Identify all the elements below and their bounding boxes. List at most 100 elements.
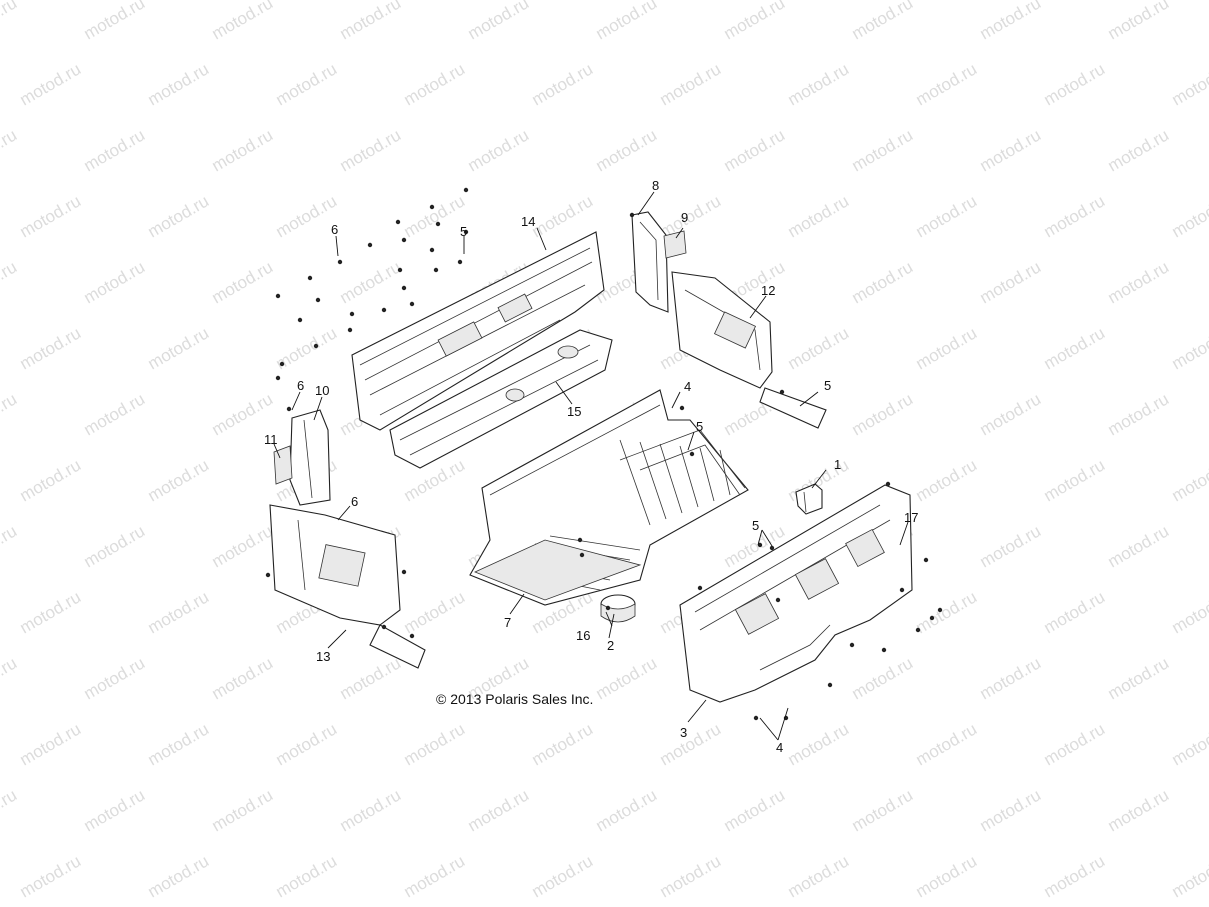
watermark-text: motod.ru (81, 257, 149, 307)
fastener (409, 633, 415, 639)
watermark-text: motod.ru (17, 587, 85, 637)
fastener (899, 587, 905, 593)
callout-8: 8 (652, 178, 659, 193)
watermark-text: motod.ru (209, 521, 277, 571)
fastener (275, 375, 281, 381)
floor-rib (699, 447, 715, 502)
fastener (605, 605, 611, 611)
watermark-text: motod.ru (1169, 323, 1209, 373)
watermark-text: motod.ru (977, 521, 1045, 571)
callout-5-right: 5 (824, 378, 831, 393)
fastener (769, 545, 775, 551)
floor-rib (679, 445, 699, 508)
watermark-text: motod.ru (401, 59, 469, 109)
fastener (929, 615, 935, 621)
watermark-text: motod.ru (1105, 125, 1173, 175)
fastener (275, 293, 281, 299)
watermark-text: motod.ru (401, 851, 469, 901)
watermark-text: motod.ru (1105, 0, 1173, 43)
fastener (463, 187, 469, 193)
watermark-text: motod.ru (0, 0, 20, 43)
callout-6-lower: 6 (351, 494, 358, 509)
watermark-text: motod.ru (913, 587, 981, 637)
fastener (315, 297, 321, 303)
watermark-text: motod.ru (465, 125, 533, 175)
fastener (463, 229, 469, 235)
callout-5-center: 5 (696, 419, 703, 434)
watermark-text: motod.ru (1169, 59, 1209, 109)
callout-1: 1 (834, 457, 841, 472)
watermark-text: motod.ru (593, 653, 661, 703)
watermark-text: motod.ru (81, 653, 149, 703)
watermark-text: motod.ru (913, 851, 981, 901)
watermark-text: motod.ru (1041, 587, 1109, 637)
fastener (297, 317, 303, 323)
fastener (367, 242, 373, 248)
watermark-text: motod.ru (273, 59, 341, 109)
fastener (915, 627, 921, 633)
fastener-group (265, 187, 943, 721)
watermark-text: motod.ru (17, 719, 85, 769)
watermark-text: motod.ru (1041, 323, 1109, 373)
part-12-side-panel (671, 271, 827, 429)
watermark-text: motod.ru (721, 0, 789, 43)
watermark-text: motod.ru (145, 587, 213, 637)
fastener (579, 552, 585, 558)
watermark-text: motod.ru (337, 653, 405, 703)
callout-labels: 1 2 3 4 4 5 5 5 5 5 6 6 6 7 8 9 10 11 12… (264, 178, 918, 755)
watermark-text: motod.ru (657, 59, 725, 109)
fastener (923, 557, 929, 563)
fastener (401, 237, 407, 243)
part-3-rear-tub (679, 484, 913, 703)
part-15-brace (389, 329, 613, 469)
watermark-text: motod.ru (977, 125, 1045, 175)
fastener (753, 715, 759, 721)
watermark-text: motod.ru (593, 125, 661, 175)
watermark-text: motod.ru (529, 851, 597, 901)
watermark-text: motod.ru (593, 0, 661, 43)
watermark-text: motod.ru (1041, 719, 1109, 769)
part-14-panel (351, 231, 605, 431)
fastener (937, 607, 943, 613)
watermark-text: motod.ru (209, 0, 277, 43)
watermark-text: motod.ru (1169, 455, 1209, 505)
fastener (401, 285, 407, 291)
watermark-text: motod.ru (401, 587, 469, 637)
watermark-text: motod.ru (145, 719, 213, 769)
fastener (401, 569, 407, 575)
watermark-text: motod.ru (785, 323, 853, 373)
callout-4-lower: 4 (776, 740, 783, 755)
fastener (775, 597, 781, 603)
fastener (429, 247, 435, 253)
watermark-text: motod.ru (465, 785, 533, 835)
fastener (827, 682, 833, 688)
callout-11: 11 (264, 432, 278, 447)
watermark-text: motod.ru (1041, 191, 1109, 241)
watermark-text: motod.ru (273, 719, 341, 769)
watermark-text: motod.ru (977, 785, 1045, 835)
part-9-bracket (663, 230, 687, 259)
watermark-text: motod.ru (913, 455, 981, 505)
fastener (429, 204, 435, 210)
watermark-text: motod.ru (273, 191, 341, 241)
watermark-text: motod.ru (209, 653, 277, 703)
watermark-text: motod.ru (785, 851, 853, 901)
watermark-text: motod.ru (1105, 521, 1173, 571)
watermark-text: motod.ru (1105, 785, 1173, 835)
watermark-text: motod.ru (145, 191, 213, 241)
watermark-text: motod.ru (145, 851, 213, 901)
fastener (397, 267, 403, 273)
leader-lines (273, 191, 909, 741)
callout-17: 17 (904, 510, 918, 525)
fastener (279, 361, 285, 367)
watermark-text: motod.ru (1041, 455, 1109, 505)
watermark-text: motod.ru (17, 851, 85, 901)
fastener (381, 307, 387, 313)
floor-rib (549, 535, 641, 551)
fastener (433, 267, 439, 273)
watermark-text: motod.ru (81, 0, 149, 43)
watermark-text: motod.ru (849, 257, 917, 307)
watermark-text: motod.ru (1169, 851, 1209, 901)
watermark-text: motod.ru (1169, 719, 1209, 769)
